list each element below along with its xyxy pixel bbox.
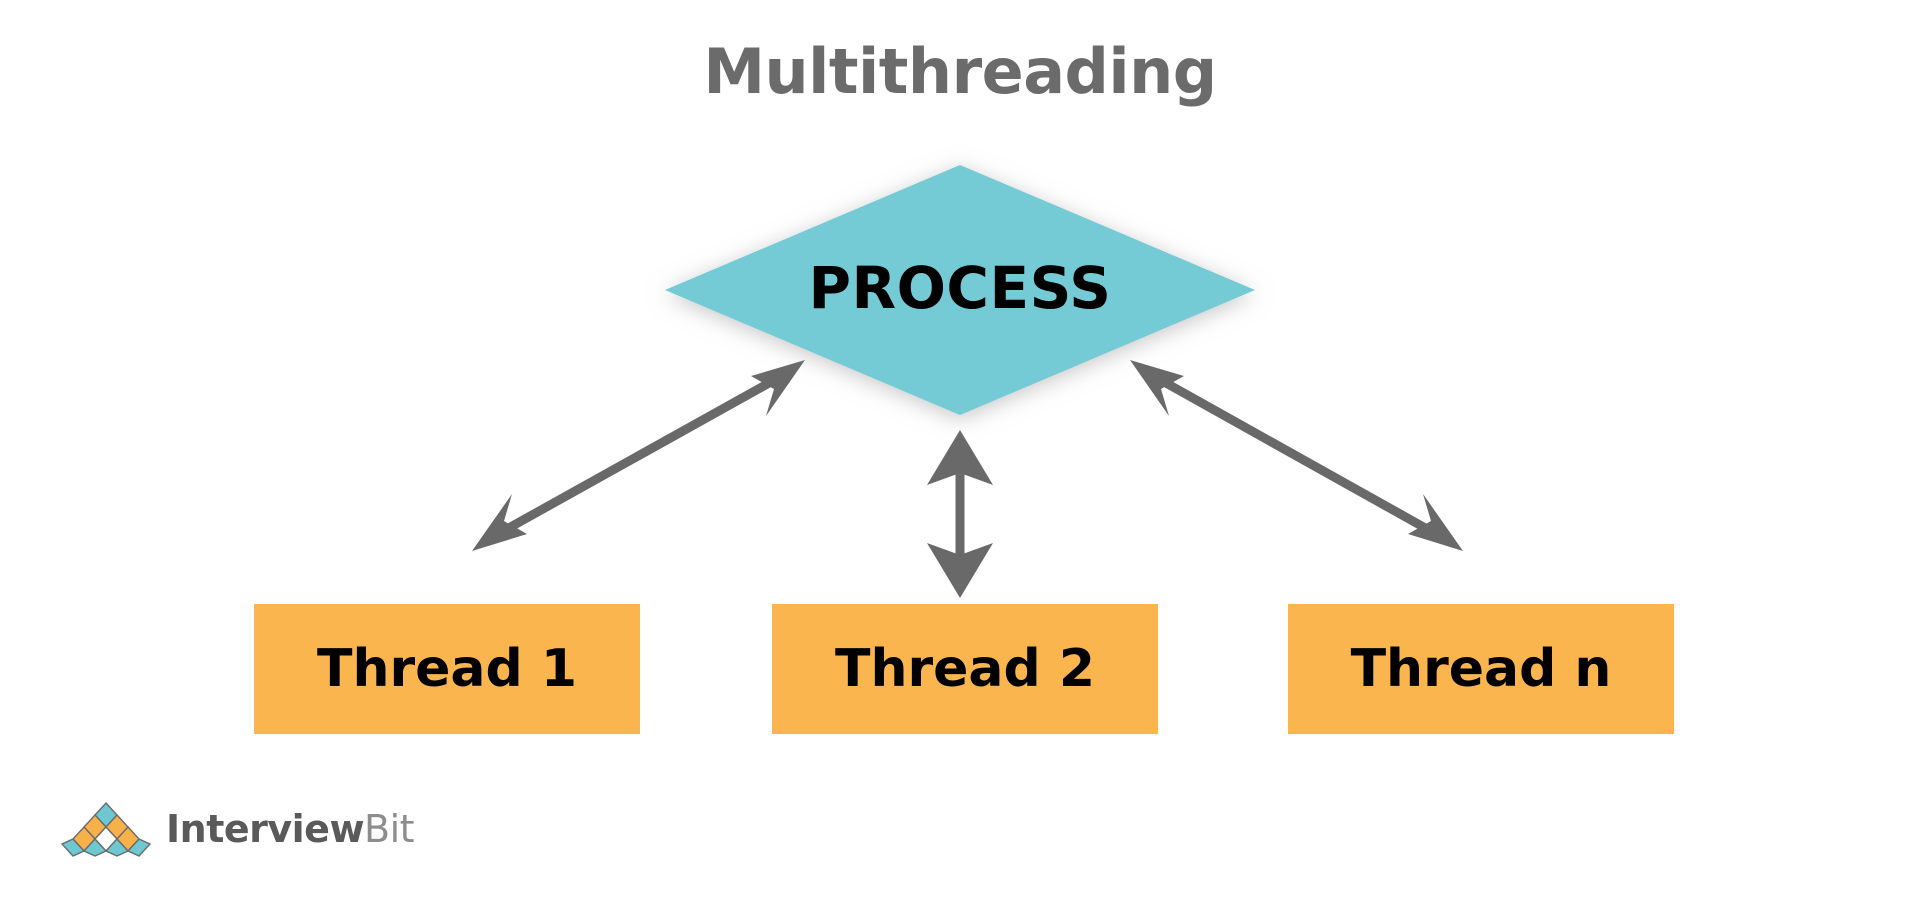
interviewbit-wordmark: InterviewBit	[166, 807, 415, 851]
connector-process-thread-n	[1130, 360, 1463, 551]
interviewbit-logo: InterviewBit	[58, 798, 415, 860]
thread-box-2[interactable]: Thread 2	[772, 604, 1158, 734]
thread-box-1[interactable]: Thread 1	[254, 604, 640, 734]
process-diamond-shape	[665, 165, 1255, 415]
thread-box-n[interactable]: Thread n	[1288, 604, 1674, 734]
thread-box-1-shape	[254, 604, 640, 734]
logo-word-bit: Bit	[364, 807, 415, 851]
connector-process-thread-1	[472, 360, 805, 551]
logo-word-interview: Interview	[166, 807, 365, 851]
thread-box-n-shape	[1288, 604, 1674, 734]
interviewbit-logo-mark-icon	[60, 801, 152, 857]
page-title: Multithreading	[703, 35, 1217, 108]
thread-box-2-shape	[772, 604, 1158, 734]
process-label: PROCESS	[808, 254, 1111, 322]
thread-box-n-label: Thread n	[1351, 639, 1612, 699]
thread-box-1-label: Thread 1	[317, 639, 577, 699]
connector-process-thread-2	[927, 430, 993, 598]
process-node[interactable]: PROCESS	[665, 165, 1255, 415]
thread-box-2-label: Thread 2	[835, 639, 1095, 699]
